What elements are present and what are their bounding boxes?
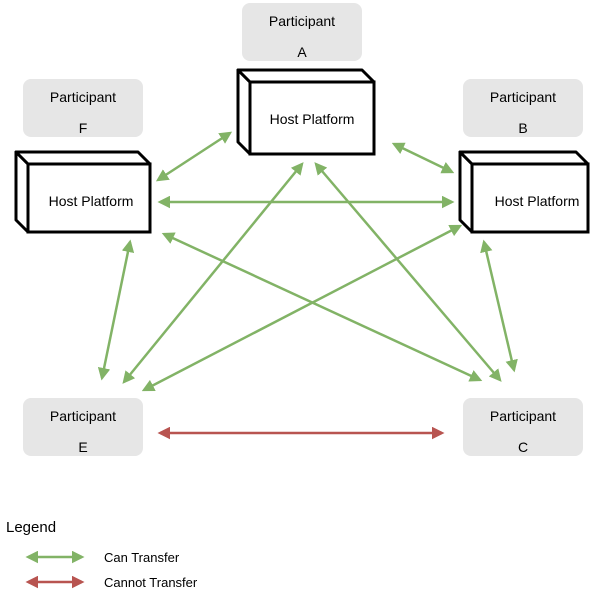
participant-c: Participant C xyxy=(463,398,583,456)
participant-label: Participant xyxy=(489,408,557,424)
participant-id: B xyxy=(518,120,528,136)
participant-a: Participant A xyxy=(242,3,362,61)
host-platform-label: Host Platform xyxy=(270,111,355,127)
arrow-b-c xyxy=(480,239,518,373)
arrow-f-a xyxy=(155,131,233,182)
participant-label: Participant xyxy=(489,89,557,105)
host-platform-f: Host Platform xyxy=(14,150,152,234)
participant-b: Participant B xyxy=(463,79,583,137)
host-platform-b: Host Platform xyxy=(458,150,590,234)
participant-id: E xyxy=(78,439,88,455)
participant-label: Participant xyxy=(49,408,117,424)
participant-label: Participant xyxy=(49,89,117,105)
host-platform-a: Host Platform xyxy=(236,68,376,156)
arrow-f-c xyxy=(161,232,483,382)
participant-e: Participant E xyxy=(23,398,143,456)
legend-title: Legend xyxy=(6,519,57,536)
participant-id: F xyxy=(78,120,88,136)
arrow-b-e xyxy=(141,224,463,392)
participant-id: A xyxy=(297,44,307,60)
host-platform-label: Host Platform xyxy=(495,193,580,209)
legend-cannot-label: Cannot Transfer xyxy=(104,575,198,590)
host-platform-label: Host Platform xyxy=(49,193,134,209)
participant-f: Participant F xyxy=(23,79,143,137)
participant-id: C xyxy=(517,439,529,455)
participant-label: Participant xyxy=(268,13,336,29)
arrow-f-e xyxy=(97,239,135,381)
legend-can-label: Can Transfer xyxy=(104,550,180,565)
arrow-a-b xyxy=(391,142,455,174)
